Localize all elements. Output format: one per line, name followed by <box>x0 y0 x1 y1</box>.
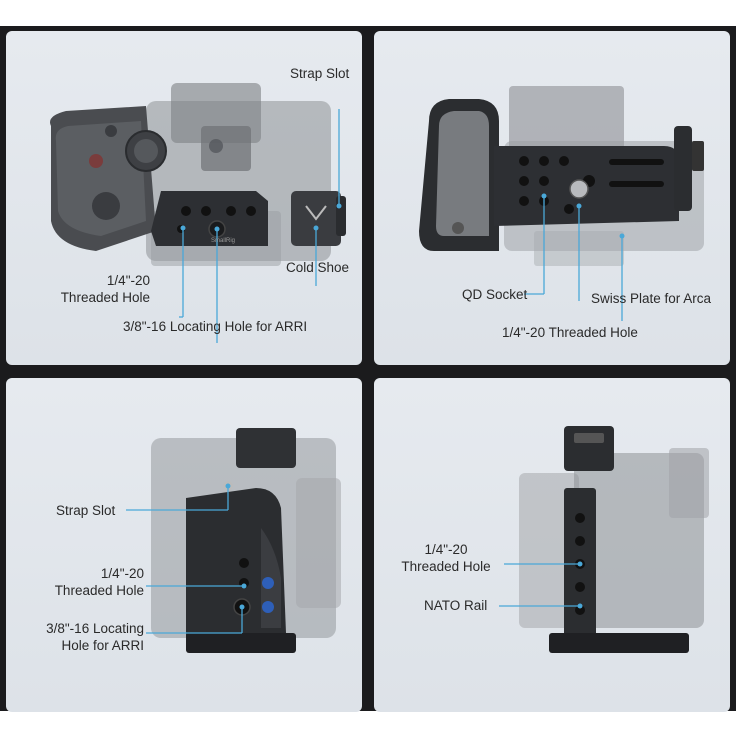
label-locating-hole-side: 3/8"-16 Locating Hole for ARRI <box>14 620 144 654</box>
right-side-camera-illustration <box>499 426 709 653</box>
label-threaded-hole-top-right: 1/4"-20 Threaded Hole <box>502 325 638 340</box>
left-side-camera-illustration <box>126 428 341 653</box>
label-strap-slot-side: Strap Slot <box>56 503 116 518</box>
label-locating-hole-side-line2: Hole for ARRI <box>61 638 144 653</box>
label-threaded-hole-side-line2: Threaded Hole <box>54 583 144 598</box>
top-view-camera-illustration: SmallRig <box>50 83 346 343</box>
label-locating-hole: 3/8"-16 Locating Hole for ARRI <box>123 319 308 334</box>
label-strap-slot: Strap Slot <box>290 66 350 81</box>
image-frame: SmallRig Strap Slot Cold Shoe 1/4"-20 Th… <box>0 26 736 712</box>
panel-top-right: QD Socket Swiss Plate for Arca 1/4"-20 T… <box>374 31 730 365</box>
panel-bottom-right: 1/4"-20 Threaded Hole NATO Rail <box>374 378 730 712</box>
label-locating-hole-side-line1: 3/8"-16 Locating <box>46 621 144 636</box>
label-threaded-hole-line1: 1/4"-20 <box>106 273 150 288</box>
bottom-view-camera-illustration <box>419 86 704 321</box>
label-nato-rail: NATO Rail <box>424 598 488 613</box>
label-cold-shoe: Cold Shoe <box>286 260 350 275</box>
label-threaded-hole-side: 1/4"-20 Threaded Hole <box>26 565 144 599</box>
panel-bottom-left: Strap Slot 1/4"-20 Threaded Hole 3/8"-16… <box>6 378 362 712</box>
label-threaded-hole-line2: Threaded Hole <box>60 290 150 305</box>
label-threaded-hole-right-line1: 1/4"-20 <box>424 542 468 557</box>
label-threaded-hole-side-line1: 1/4"-20 <box>100 566 144 581</box>
label-threaded-hole: 1/4"-20 Threaded Hole <box>42 272 150 306</box>
label-threaded-hole-right-line2: Threaded Hole <box>401 559 491 574</box>
label-qd-socket: QD Socket <box>462 287 528 302</box>
brand-mark-text: SmallRig <box>211 238 235 244</box>
label-swiss-plate: Swiss Plate for Arca <box>591 291 712 306</box>
panel-top-left: SmallRig Strap Slot Cold Shoe 1/4"-20 Th… <box>6 31 362 365</box>
label-threaded-hole-right: 1/4"-20 Threaded Hole <box>394 541 498 575</box>
